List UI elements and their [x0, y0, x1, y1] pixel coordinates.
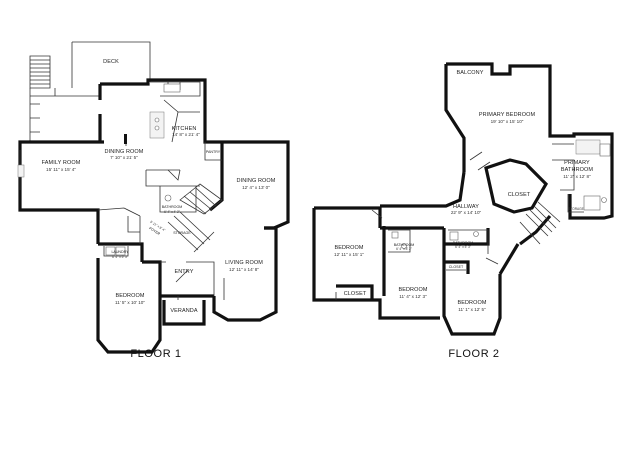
floor-2-walls [312, 62, 614, 336]
room-label-closet-a: CLOSET [344, 291, 367, 297]
floor-2-labels: BALCONY PRIMARY BEDROOM 19' 10" x 15' 10… [334, 70, 593, 360]
floor-1-labels: DECK KITCHEN 14' 8" x 21' 4" DINING ROOM… [42, 59, 276, 360]
room-dims-bedroom: 11' 5" x 10' 10" [115, 300, 145, 305]
room-label-bedroom-c: BEDROOM [457, 300, 486, 306]
room-label-bedroom-a: BEDROOM [334, 245, 363, 251]
floor-1-interior [17, 81, 225, 300]
room-dims-bathroom: 6' 4" x 4' 2" [164, 210, 180, 214]
room-label-storage: STORAGE [173, 231, 191, 235]
floor-2-interior [335, 139, 611, 300]
room-label-bathroom-b: BATHROOM [453, 241, 474, 245]
deck [29, 41, 151, 142]
room-dims-family-room: 15' 11" x 15' 4" [46, 167, 76, 172]
room-dims-bedroom-c: 11' 1" x 12' 5" [458, 307, 486, 312]
room-label-dining-room-1: DINING ROOM [105, 149, 144, 155]
room-label-closet-b: CLOSET [449, 265, 464, 269]
kitchen-island [149, 111, 165, 139]
floor-1-plan [17, 41, 290, 354]
room-dims-dining-room-1: 7' 10" x 21' 5" [110, 155, 138, 160]
room-label-family-room: FAMILY ROOM [42, 160, 81, 166]
room-dims-bedroom-b: 11' 4" x 12' 3" [399, 294, 427, 299]
room-label-balcony: BALCONY [457, 70, 484, 76]
room-label-hallway: HALLWAY [453, 204, 479, 210]
room-dims-laundry: 6' 4" x 5' 3" [112, 255, 128, 259]
room-label-deck: DECK [103, 59, 119, 65]
room-label-laundry: LAUNDRY [111, 250, 129, 254]
room-label-primary-bathroom-2: BATHROOM [561, 167, 593, 173]
room-label-veranda: VERANDA [170, 308, 198, 314]
room-label-bathroom-a: BATHROOM [394, 243, 415, 247]
floor-2-plan [312, 62, 614, 336]
room-label-primary-bedroom: PRIMARY BEDROOM [479, 112, 536, 118]
room-label-closet-primary: CLOSET [508, 192, 531, 198]
toilet-icon [164, 194, 172, 202]
room-label-entry: ENTRY [174, 269, 193, 275]
room-label-bathroom: BATHROOM [162, 205, 183, 209]
room-label-primary-bathroom-1: PRIMARY [564, 160, 590, 166]
room-dims-dining-room-2: 12' 4" x 13' 0" [242, 185, 270, 190]
room-dims-bedroom-a: 12' 11" x 15' 1" [334, 252, 364, 257]
room-dims-bathroom-a: 6' 4" x 8' 2" [396, 247, 412, 251]
floor-1-title: FLOOR 1 [130, 348, 181, 360]
room-dims-primary-bedroom: 19' 10" x 15' 10" [491, 119, 524, 124]
room-dims-hallway: 22' 9" x 14' 10" [451, 210, 482, 215]
floor-2-title: FLOOR 2 [448, 348, 499, 360]
room-dims-living-room: 12' 11" x 14' 8" [229, 267, 259, 272]
room-label-bedroom: BEDROOM [115, 293, 144, 299]
room-dims-bathroom-b: 6' 4" x 5' 3" [455, 245, 471, 249]
room-label-foyer: FOYER [148, 226, 161, 236]
fireplace-icon [17, 164, 25, 178]
room-label-bedroom-b: BEDROOM [398, 287, 427, 293]
floor-1-walls [18, 78, 290, 354]
bathtub-icon [575, 139, 601, 155]
room-label-dining-room-2: DINING ROOM [237, 178, 276, 184]
room-label-storage-2: STORAGE [568, 207, 584, 211]
room-label-kitchen: KITCHEN [172, 126, 197, 132]
room-label-living-room: LIVING ROOM [225, 260, 263, 266]
room-dims-primary-bathroom: 11' 2" x 12' 8" [563, 174, 591, 179]
room-dims-kitchen: 14' 8" x 21' 4" [172, 132, 200, 137]
room-label-pantry: PANTRY [206, 150, 221, 154]
